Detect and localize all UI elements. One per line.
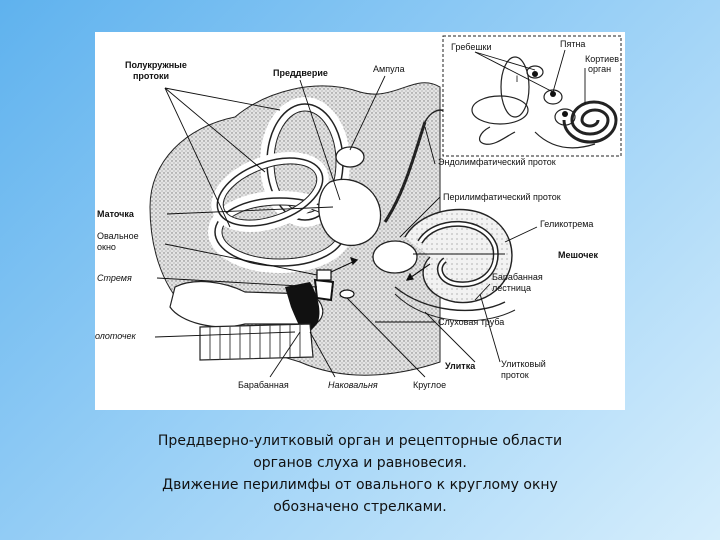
label-spots: Пятна (560, 39, 585, 49)
label-scala-tympani-1: Барабанная (492, 272, 543, 282)
label-semicircular-2: протоки (133, 71, 169, 81)
inset-drawing (471, 54, 618, 149)
inset-marker: I (516, 74, 519, 84)
caption-line-1: Преддверно-улитковый орган и рецепторные… (157, 433, 563, 449)
label-corti-2: орган (588, 64, 611, 74)
cochlea-shape (394, 208, 516, 322)
label-semicircular-1: Полукружные (125, 60, 187, 70)
perilymph-arrows (330, 257, 431, 281)
label-cochlear-duct-1: Улитковый (501, 359, 546, 369)
inner-ear-diagram: I Полукружные протоки Преддверие Ампула … (95, 35, 622, 390)
label-tympanic: Барабанная (238, 380, 289, 390)
label-saccule: Мешочек (558, 250, 599, 260)
caption-line-3: Движение перилимфы от овального к кругло… (162, 477, 558, 493)
inset-frame (442, 35, 622, 157)
label-round: Круглое (413, 380, 446, 390)
caption-line-4: обозначено стрелками. (273, 499, 447, 515)
label-corti-1: Кортиев (585, 54, 619, 64)
label-ampulla: Ампула (373, 64, 405, 74)
label-incus: Наковальня (328, 380, 378, 390)
label-eustachian: Слуховая труба (438, 317, 504, 327)
eustachian-tube (199, 323, 314, 361)
saccule-shape (372, 240, 418, 274)
leader-lines (154, 49, 586, 378)
figure-caption: Преддверно-улитковый орган и рецепторные… (95, 430, 625, 518)
label-endolymph-duct: Эндолимфатический проток (438, 157, 556, 167)
caption-line-2: органов слуха и равновесия. (253, 455, 467, 471)
incus-shape (285, 282, 320, 337)
label-oval-window-1: Овальное (97, 231, 139, 241)
label-helicotrema: Геликотрема (540, 219, 593, 229)
tympanic-cavity (169, 281, 324, 328)
label-vestibule: Преддверие (273, 68, 328, 78)
diagram-sheet: I Полукружные протоки Преддверие Ампула … (95, 32, 625, 410)
label-stapes: Стремя (97, 273, 132, 283)
round-window-shape (339, 289, 355, 299)
label-utricle: Маточка (97, 209, 135, 219)
label-perilymph-duct: Перилимфатический проток (443, 192, 561, 202)
label-cochlea: Улитка (445, 361, 476, 371)
label-cochlear-duct-2: проток (501, 370, 529, 380)
label-oval-window-2: окно (97, 242, 116, 252)
oval-window-shape (316, 269, 332, 281)
stapes-shape (313, 278, 335, 302)
endolymphatic-duct (383, 121, 427, 223)
ampulla-shape (335, 146, 365, 168)
label-scala-tympani-2: лестница (492, 283, 531, 293)
label-crests: Гребешки (451, 42, 492, 52)
label-malleus: олоточек (95, 331, 137, 341)
utricle-shape (318, 178, 382, 246)
